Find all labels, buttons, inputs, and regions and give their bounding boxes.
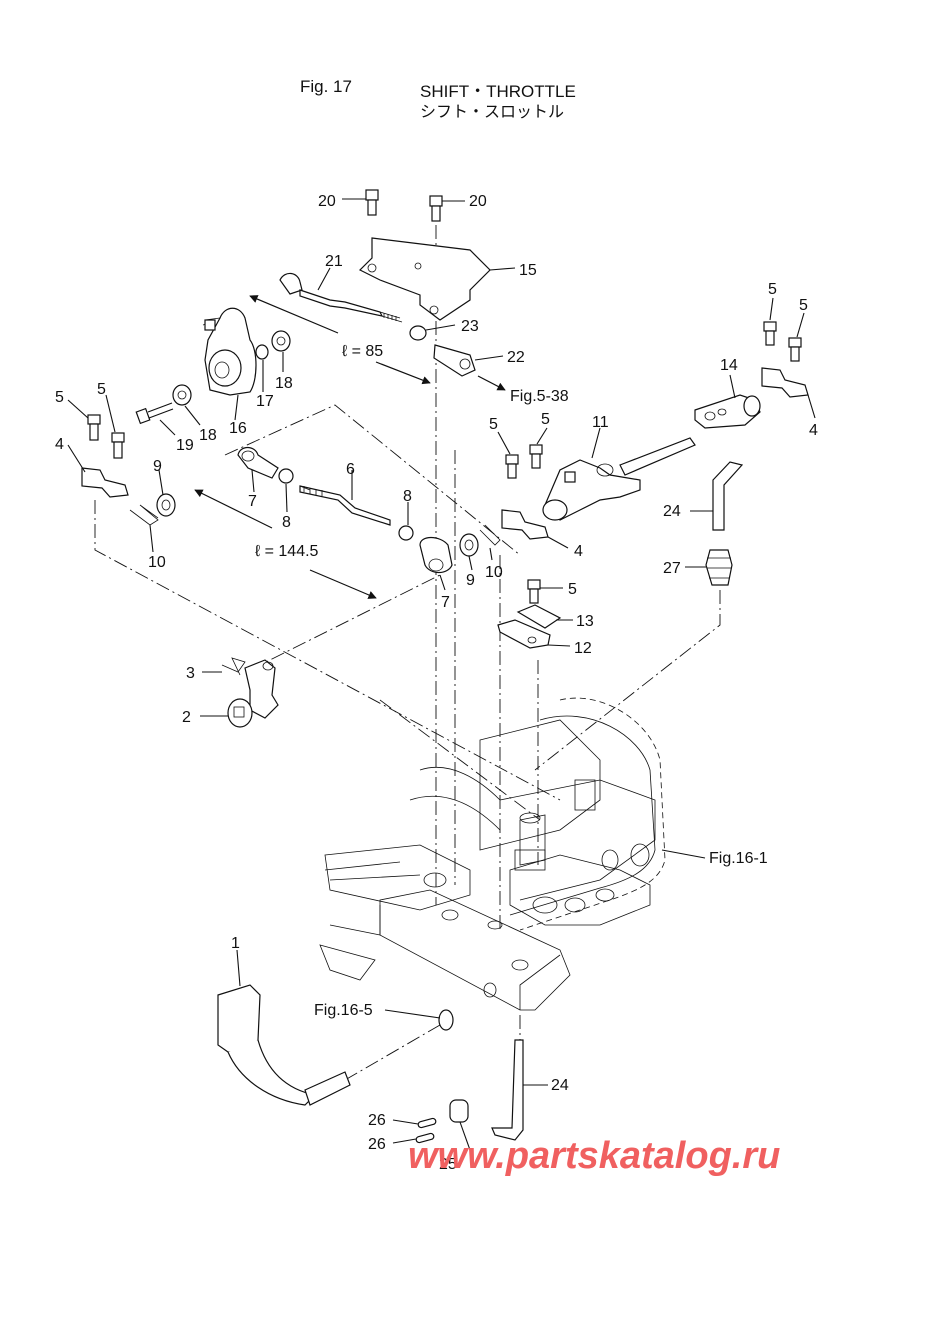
label-part-3: 3 xyxy=(186,665,195,682)
part-5-bolt-mid-b xyxy=(529,444,543,469)
part-13-plate xyxy=(516,604,562,629)
label-part-10-left: 10 xyxy=(148,554,166,571)
part-20-bolt-left xyxy=(365,189,379,216)
part-18-washer-lower xyxy=(172,384,192,406)
part-2-shift-lever xyxy=(227,659,279,728)
label-fig-16-5: Fig.16-5 xyxy=(314,1002,373,1019)
label-part-27: 27 xyxy=(663,560,681,577)
label-part-12: 12 xyxy=(574,640,592,657)
part-5-bolt-left-a xyxy=(87,414,101,441)
label-part-24-lower: 24 xyxy=(551,1077,569,1094)
engine-bracket-outline xyxy=(319,697,666,1011)
watermark: www.partskatalog.ru xyxy=(408,1135,781,1177)
figure-title: SHIFT・THROTTLE xyxy=(420,82,576,101)
label-part-5-lower: 5 xyxy=(568,581,577,598)
part-8-nut-upper xyxy=(278,468,294,484)
part-22-rod-end xyxy=(433,344,476,377)
label-part-7-lower: 7 xyxy=(441,594,450,611)
part-8-nut-lower xyxy=(398,525,414,541)
label-fig-16-1: Fig.16-1 xyxy=(709,850,768,867)
part-24-tube-lower xyxy=(491,1039,524,1141)
part-4-clamp-left xyxy=(81,467,129,498)
part-19-bolt xyxy=(135,402,174,425)
part-6-shift-rod xyxy=(299,485,391,526)
label-part-26-b: 26 xyxy=(368,1136,386,1153)
part-16-throttle-cam xyxy=(202,307,257,396)
part-9-washer-left xyxy=(156,493,176,517)
label-part-9-left: 9 xyxy=(153,458,162,475)
label-part-4-right: 4 xyxy=(809,422,818,439)
part-27-grommet xyxy=(705,549,733,586)
part-9-washer-right xyxy=(459,533,479,557)
label-part-5-mid-b: 5 xyxy=(541,411,550,428)
label-part-1: 1 xyxy=(231,935,240,952)
label-part-5-left-a: 5 xyxy=(55,389,64,406)
figure-number: Fig. 17 xyxy=(300,77,352,96)
label-part-5-left-b: 5 xyxy=(97,381,106,398)
label-part-24-upper: 24 xyxy=(663,503,681,520)
part-5-bolt-mid-a xyxy=(505,454,519,479)
label-dim-85: ℓ = 85 xyxy=(342,343,383,360)
label-fig-5-38: Fig.5-38 xyxy=(510,388,569,405)
label-part-26-a: 26 xyxy=(368,1112,386,1129)
label-part-16: 16 xyxy=(229,420,247,437)
part-7-rod-end-upper xyxy=(237,446,279,479)
label-part-5-right-a: 5 xyxy=(768,281,777,298)
part-11-throttle-lever xyxy=(542,437,696,521)
label-part-8-left: 8 xyxy=(282,514,291,531)
part-5-bolt-right-b xyxy=(788,337,802,362)
label-part-8-right: 8 xyxy=(403,488,412,505)
label-part-22: 22 xyxy=(507,349,525,366)
part-15-bracket xyxy=(358,237,491,321)
label-part-15: 15 xyxy=(519,262,537,279)
label-part-19: 19 xyxy=(176,437,194,454)
part-17-collar xyxy=(255,344,269,360)
part-10-clip-left xyxy=(129,504,159,526)
part-5-bolt-right-a xyxy=(763,321,777,346)
label-part-20-left: 20 xyxy=(318,193,336,210)
part-1-shift-handle xyxy=(217,984,351,1106)
part-5-bolt-left-b xyxy=(111,432,125,459)
label-part-25: 25 xyxy=(439,1156,457,1173)
part-14-cable-holder xyxy=(694,394,761,429)
label-part-4-left: 4 xyxy=(55,436,64,453)
label-part-23: 23 xyxy=(461,318,479,335)
label-part-9-right: 9 xyxy=(466,572,475,589)
part-18-washer-upper xyxy=(271,330,291,352)
label-part-2: 2 xyxy=(182,709,191,726)
part-23-nut xyxy=(409,325,427,341)
label-part-17: 17 xyxy=(256,393,274,410)
label-part-10-right: 10 xyxy=(485,564,503,581)
part-25-joint xyxy=(449,1099,469,1123)
label-part-18-lower: 18 xyxy=(199,427,217,444)
fig-16-5-washer xyxy=(438,1009,454,1031)
part-10-clip-right xyxy=(479,524,501,546)
part-24-tube-upper xyxy=(712,461,744,531)
part-21-throttle-rod xyxy=(279,272,403,323)
label-dim-144-5: ℓ = 144.5 xyxy=(255,543,319,560)
part-26-pin-a xyxy=(417,1117,437,1129)
label-part-18-upper: 18 xyxy=(275,375,293,392)
label-part-4-mid: 4 xyxy=(574,543,583,560)
label-part-14: 14 xyxy=(720,357,738,374)
part-4-clamp-right xyxy=(761,367,809,398)
part-26-pin-b xyxy=(415,1132,435,1144)
label-part-13: 13 xyxy=(576,613,594,630)
label-part-5-mid-a: 5 xyxy=(489,416,498,433)
part-4-clamp-mid xyxy=(501,509,549,540)
label-part-6: 6 xyxy=(346,461,355,478)
figure-title-japanese: シフト・スロットル xyxy=(420,102,565,121)
part-7-rod-end-lower xyxy=(419,536,453,574)
label-part-20-right: 20 xyxy=(469,193,487,210)
label-part-21: 21 xyxy=(325,253,343,270)
part-20-bolt-right xyxy=(429,195,443,222)
label-part-11: 11 xyxy=(592,414,609,431)
label-part-5-right-b: 5 xyxy=(799,297,808,314)
alignment-lines xyxy=(94,225,721,1081)
label-part-7-upper: 7 xyxy=(248,493,257,510)
part-3-clip xyxy=(221,657,246,676)
part-5-bolt-lower xyxy=(527,579,541,604)
